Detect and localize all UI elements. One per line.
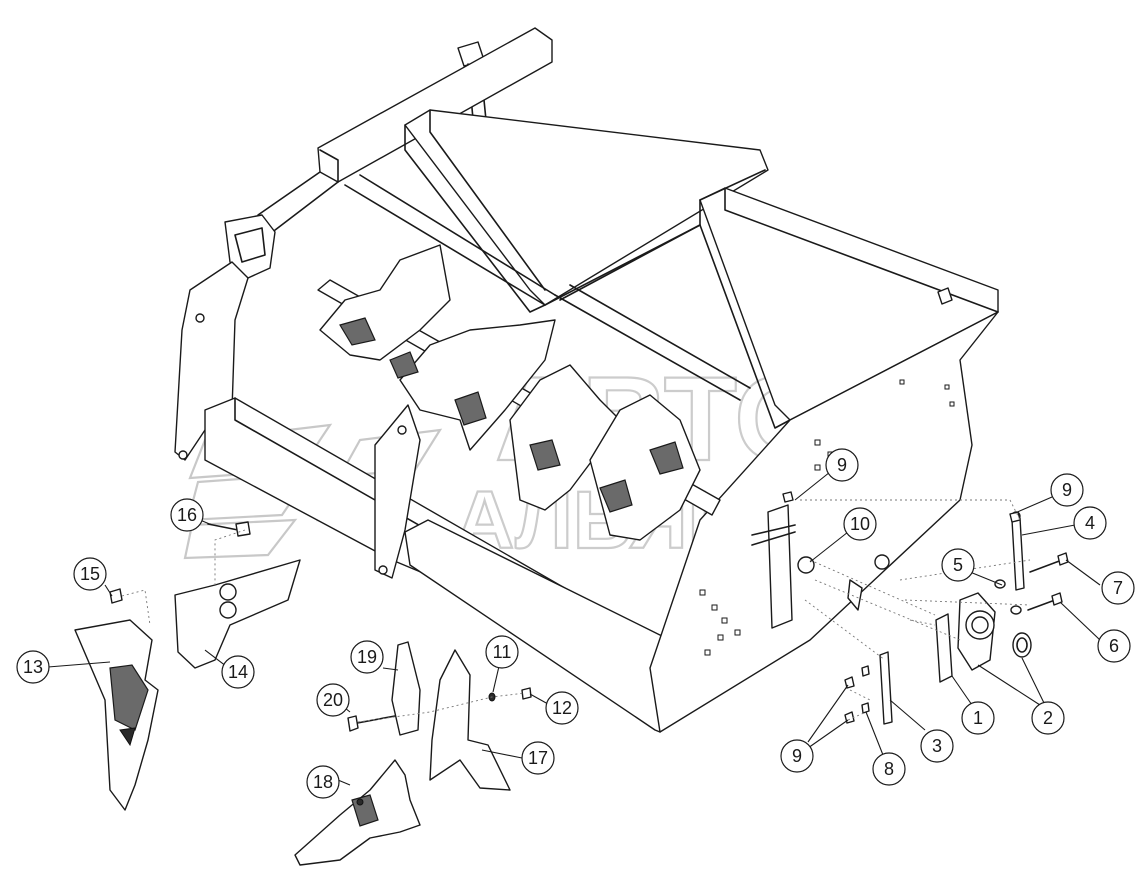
center-plate	[374, 404, 421, 579]
callout-6: 6	[1097, 629, 1131, 663]
callout-label: 19	[357, 647, 377, 667]
bearing-parts	[751, 491, 1069, 725]
callout-label: 8	[884, 759, 894, 779]
callout-7: 7	[1101, 571, 1135, 605]
callout-17: 17	[521, 741, 555, 775]
callout-label: 16	[177, 505, 197, 525]
callout-label: 2	[1043, 708, 1053, 728]
part-12-nut	[521, 687, 532, 700]
callout-18: 18	[306, 765, 340, 799]
part-3-strap	[879, 651, 893, 725]
part-4-strap	[1011, 517, 1025, 591]
callout-12: 12	[545, 691, 579, 725]
callout-15: 15	[73, 557, 107, 591]
callout-label: 10	[850, 514, 870, 534]
callout-2: 2	[1031, 701, 1065, 735]
callout-label: 4	[1085, 513, 1095, 533]
callout-13: 13	[16, 650, 50, 684]
callout-label: 9	[792, 746, 802, 766]
part-16-bolt	[207, 523, 239, 531]
callout-label: 9	[837, 455, 847, 475]
callout-1: 1	[961, 701, 995, 735]
shaft-end-washer	[874, 554, 890, 570]
part-7-bolt	[1029, 559, 1063, 573]
main-frame	[174, 27, 999, 733]
part-15-nut	[109, 588, 123, 604]
callout-label: 6	[1109, 636, 1119, 656]
callout-label: 9	[1062, 480, 1072, 500]
part-10-plate	[767, 504, 793, 629]
callout-label: 13	[23, 657, 43, 677]
callout-9-center: 9	[825, 448, 859, 482]
callout-9-top-right: 9	[1050, 473, 1084, 507]
callout-11: 11	[485, 635, 519, 669]
callout-19: 19	[350, 640, 384, 674]
callout-14: 14	[221, 655, 255, 689]
callout-3: 3	[920, 729, 954, 763]
callout-5: 5	[941, 548, 975, 582]
callout-16: 16	[170, 498, 204, 532]
deflector	[847, 579, 863, 611]
callout-label: 18	[313, 772, 333, 792]
callout-20: 20	[316, 683, 350, 717]
part-1-plate	[935, 613, 953, 683]
callout-9-bottom: 9	[780, 739, 814, 773]
callout-8: 8	[872, 752, 906, 786]
part-19-plate	[391, 641, 421, 736]
part-6-bolt	[1027, 599, 1056, 611]
blade-group-2	[399, 319, 556, 451]
callout-label: 15	[80, 564, 100, 584]
callout-label: 7	[1113, 578, 1123, 598]
part-2-bearing-ring	[1012, 632, 1032, 658]
rear-post	[937, 287, 953, 305]
callout-label: 17	[528, 748, 548, 768]
part-17-blade	[429, 649, 511, 791]
callout-4: 4	[1073, 506, 1107, 540]
callout-label: 3	[932, 736, 942, 756]
callout-label: 14	[228, 662, 248, 682]
callout-label: 11	[493, 642, 512, 662]
callout-label: 1	[973, 708, 983, 728]
callout-label: 5	[953, 555, 963, 575]
blade-parts	[74, 521, 532, 866]
part-10-bushing	[797, 556, 815, 574]
callout-label: 20	[323, 690, 343, 710]
callout-label: 12	[552, 698, 572, 718]
right-side-plate	[649, 311, 999, 733]
callout-10: 10	[843, 507, 877, 541]
rotor-shaft-assembly	[317, 244, 721, 579]
part-14-blade-holder	[174, 559, 301, 669]
